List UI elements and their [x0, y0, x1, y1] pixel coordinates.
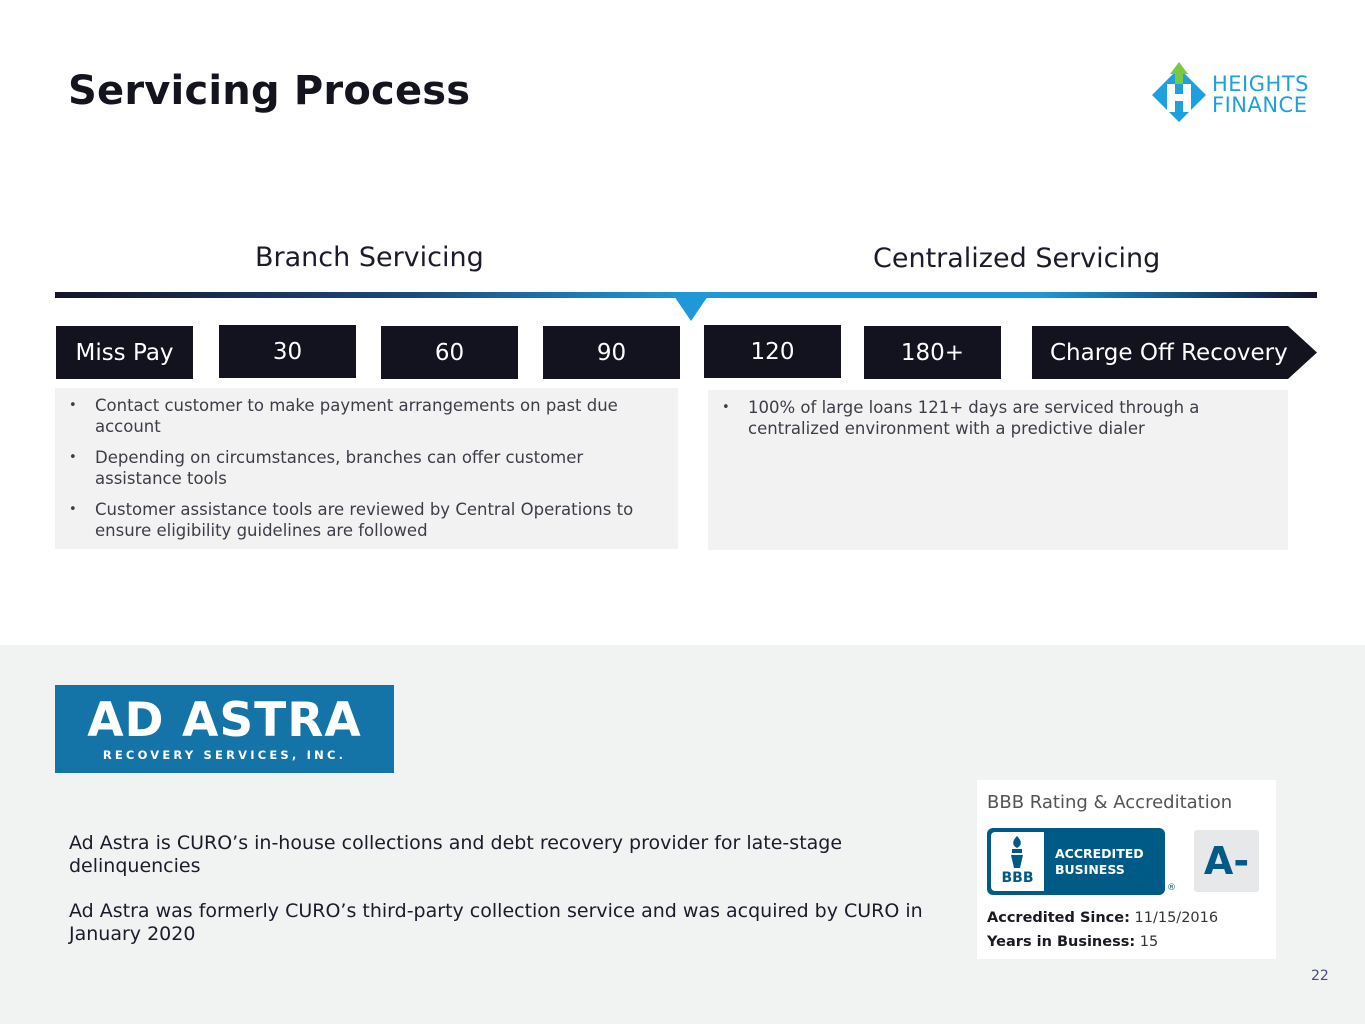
bbb-accredited-line1: ACCREDITED	[1055, 846, 1144, 861]
stage-charge-off-recovery: Charge Off Recovery	[1032, 326, 1317, 379]
accredited-since-value: 11/15/2016	[1134, 910, 1219, 926]
bbb-torch-icon	[1011, 836, 1023, 868]
bullet-icon: •	[722, 400, 730, 415]
list-item: • Customer assistance tools are reviewed…	[69, 500, 658, 541]
years-in-business-label: Years in Business:	[987, 934, 1136, 950]
heights-finance-logo-mark	[1152, 62, 1206, 122]
stage-60: 60	[381, 326, 518, 379]
bbb-accredited-text: ACCREDITED BUSINESS	[1055, 846, 1144, 878]
ad-astra-logo: AD ASTRA RECOVERY SERVICES, INC.	[55, 685, 394, 773]
logo-word-heights: HEIGHTS	[1212, 72, 1309, 96]
stage-miss-pay: Miss Pay	[56, 326, 193, 379]
ad-astra-logo-main: AD ASTRA	[87, 693, 362, 748]
timeline-pointer-icon	[674, 296, 708, 321]
stage-30: 30	[219, 325, 356, 378]
stage-90: 90	[543, 326, 680, 379]
logo-word-finance: FINANCE	[1212, 93, 1308, 117]
bullet-text: Contact customer to make payment arrange…	[95, 396, 618, 436]
list-item: • Depending on circumstances, branches c…	[69, 448, 658, 489]
bullet-icon: •	[69, 502, 77, 517]
bullet-text: Customer assistance tools are reviewed b…	[95, 500, 634, 540]
stage-120: 120	[704, 325, 841, 378]
bbb-letters: BBB	[1001, 870, 1034, 886]
bullet-icon: •	[69, 398, 77, 413]
bbb-accredited-badge: BBB ACCREDITED BUSINESS	[987, 828, 1165, 895]
bullet-icon: •	[69, 450, 77, 465]
bbb-card-title: BBB Rating & Accreditation	[987, 792, 1233, 813]
timeline-bar	[55, 292, 1317, 298]
centralized-servicing-heading: Centralized Servicing	[873, 243, 1161, 274]
bullet-text: Depending on circumstances, branches can…	[95, 448, 584, 488]
bbb-accredited-line2: BUSINESS	[1055, 862, 1125, 877]
list-item: • Contact customer to make payment arran…	[69, 396, 658, 437]
accredited-since-label: Accredited Since:	[987, 910, 1130, 926]
branch-servicing-heading: Branch Servicing	[255, 242, 484, 273]
bbb-rating-card: BBB Rating & Accreditation BBB ACCREDITE…	[977, 780, 1276, 959]
years-in-business: Years in Business: 15	[987, 934, 1158, 950]
ad-astra-logo-sub: RECOVERY SERVICES, INC.	[102, 748, 347, 762]
page-number: 22	[1311, 968, 1329, 984]
stage-180-plus: 180+	[864, 326, 1001, 379]
list-item: • 100% of large loans 121+ days are serv…	[722, 398, 1268, 439]
centralized-servicing-panel: • 100% of large loans 121+ days are serv…	[708, 390, 1288, 550]
page-title: Servicing Process	[68, 68, 471, 114]
registered-mark: ®	[1167, 883, 1176, 893]
ad-astra-description-2: Ad Astra was formerly CURO’s third-party…	[69, 900, 923, 945]
branch-servicing-panel: • Contact customer to make payment arran…	[55, 388, 678, 549]
bbb-grade: A-	[1194, 830, 1259, 892]
bbb-torch-area	[991, 832, 1044, 891]
accredited-since: Accredited Since: 11/15/2016	[987, 910, 1218, 926]
years-in-business-value: 15	[1139, 934, 1159, 950]
bullet-text: 100% of large loans 121+ days are servic…	[748, 398, 1200, 438]
ad-astra-description-1: Ad Astra is CURO’s in-house collections …	[69, 832, 843, 877]
heights-finance-logo: HEIGHTS FINANCE	[1148, 62, 1318, 124]
